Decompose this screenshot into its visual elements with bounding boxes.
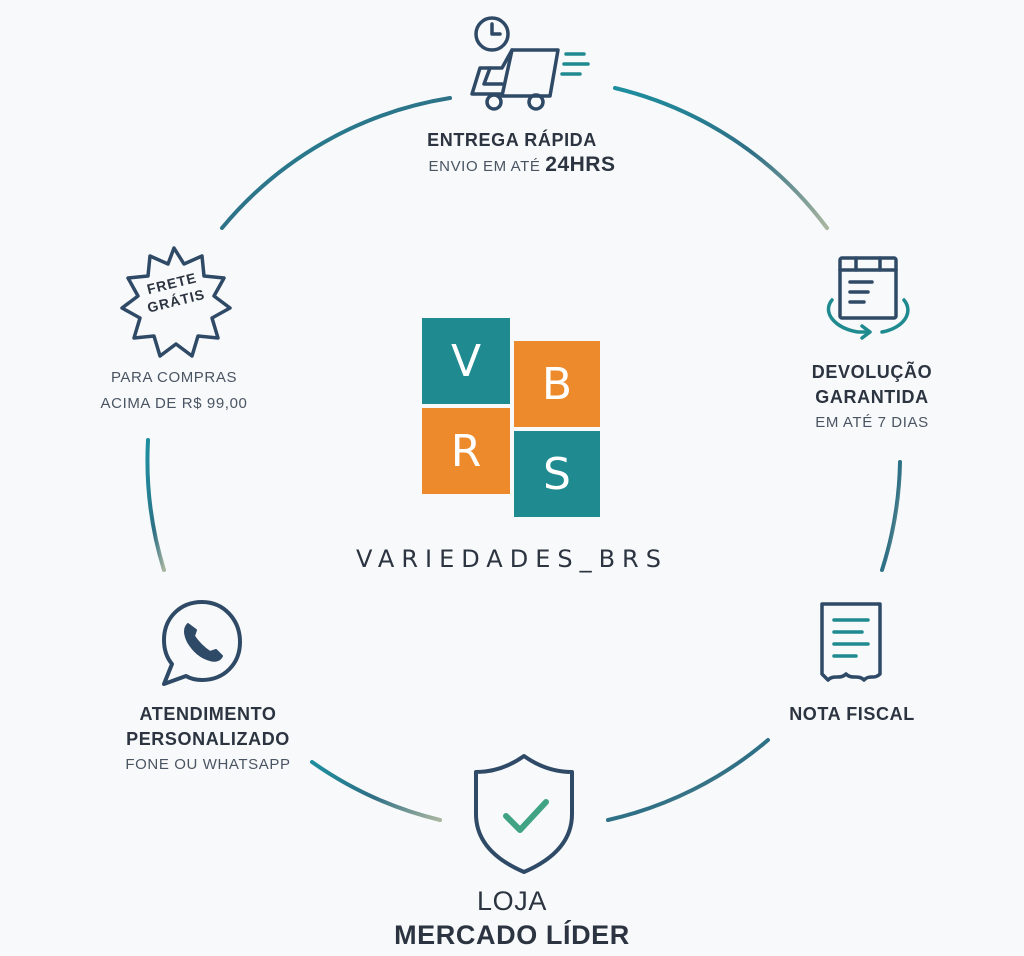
ring-arc-left	[145, 438, 166, 572]
entrega-sub-highlight: 24HRS	[545, 153, 616, 176]
devolucao-title-line1: DEVOLUÇÃO	[811, 362, 933, 382]
entrega-sub-prefix: ENVIO EM ATÉ	[428, 158, 541, 175]
devolucao-subtitle: EM ATÉ 7 DIAS	[815, 414, 929, 431]
ring-arc-right	[880, 460, 902, 572]
receipt-icon	[816, 598, 886, 688]
loja-title-line1: LOJA	[477, 886, 547, 916]
atendimento-title-line1: ATENDIMENTO	[139, 704, 277, 724]
entrega-subtitle: ENVIO EM ATÉ 24HRS	[392, 152, 652, 180]
ring-arc-bottom-right	[606, 738, 770, 822]
box-return-icon	[818, 248, 918, 348]
whatsapp-phone-icon	[154, 594, 250, 690]
ring-arc-top-left	[220, 96, 452, 230]
logo-tile-s: S	[514, 431, 600, 517]
frete-subtitle-line2: ACIMA DE R$ 99,00	[100, 395, 248, 412]
loja-title-line2: MERCADO LÍDER	[394, 920, 630, 950]
logo-tile-v: V	[422, 318, 510, 404]
ring-arc-bottom-left	[310, 760, 442, 822]
devolucao-title-line2: GARANTIDA	[815, 387, 929, 407]
logo-tile-r: R	[422, 408, 510, 494]
delivery-truck-clock-icon	[462, 10, 592, 118]
logo-tile-b: B	[514, 341, 600, 427]
brand-name: VARIEDADES_BRS	[356, 545, 668, 573]
nota-title: NOTA FISCAL	[789, 704, 915, 724]
frete-subtitle-line1: PARA COMPRAS	[110, 369, 238, 386]
shield-check-icon	[466, 750, 582, 878]
atendimento-subtitle: FONE OU WHATSAPP	[125, 756, 291, 773]
ring-arc-top-right	[613, 86, 829, 230]
starburst-badge-icon: FRETE GRÁTIS	[112, 244, 236, 360]
atendimento-title-line2: PERSONALIZADO	[126, 729, 290, 749]
entrega-title: ENTREGA RÁPIDA	[427, 130, 597, 150]
